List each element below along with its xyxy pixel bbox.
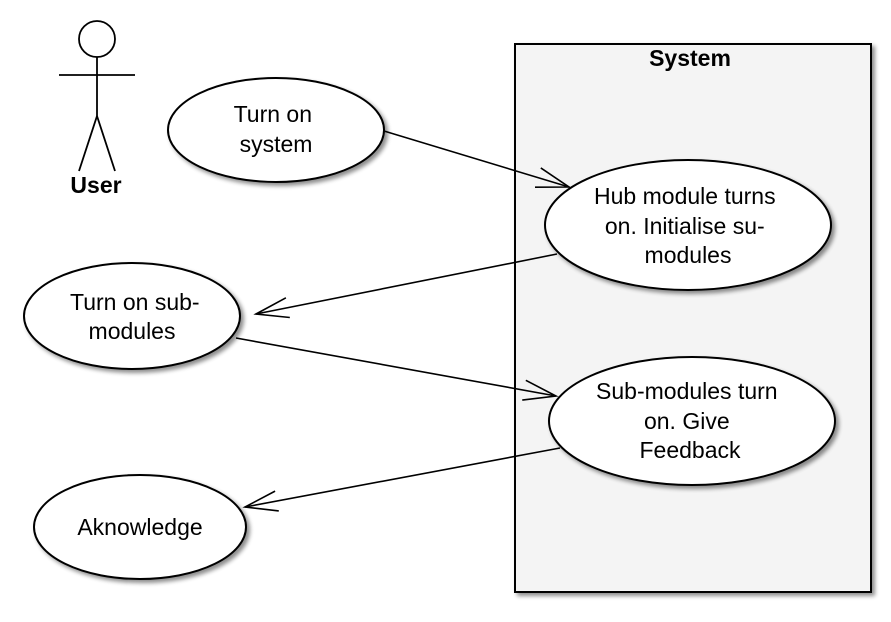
- system-boundary: System: [514, 43, 872, 593]
- system-boundary-box: [514, 43, 872, 593]
- use-case-label: Hub module turns on. Initialise su- modu…: [594, 183, 782, 268]
- arrowhead: [253, 297, 290, 319]
- use-case-ellipse: [23, 262, 241, 370]
- actor-label: User: [70, 172, 121, 198]
- actor-user: [59, 20, 135, 172]
- arrowhead: [534, 167, 572, 189]
- use-cases: Turn on system Hub module turns on. Init…: [23, 77, 836, 580]
- edge-turn-on-submodules-to-submodules-turn-on: [235, 337, 557, 397]
- actor-right-leg: [96, 115, 116, 172]
- association-edges: [235, 130, 572, 512]
- use-case-ellipse: [548, 356, 836, 486]
- use-case-label: Sub-modules turn on. Give Feedback: [596, 378, 784, 463]
- use-case-ellipse: [167, 77, 385, 183]
- use-case-hub-module: Hub module turns on. Initialise su- modu…: [544, 159, 832, 291]
- arrowhead: [242, 490, 279, 512]
- actor-left-leg: [78, 115, 98, 172]
- use-case-label: Turn on system: [234, 101, 319, 157]
- actor-head: [78, 20, 116, 58]
- edge-turn-on-system-to-hub-module: [383, 130, 570, 188]
- use-case-aknowledge: Aknowledge: [33, 474, 247, 580]
- use-case-turn-on-submodules: Turn on sub- modules: [23, 262, 241, 370]
- use-case-submodules-turn-on: Sub-modules turn on. Give Feedback: [548, 356, 836, 486]
- use-case-ellipse: [544, 159, 832, 291]
- use-case-label: Turn on sub- modules: [70, 289, 206, 344]
- arrowhead: [522, 379, 559, 401]
- use-case-ellipse: [33, 474, 247, 580]
- edge-submodules-turn-on-to-aknowledge: [244, 447, 561, 508]
- use-case-turn-on-system: Turn on system: [167, 77, 385, 183]
- use-case-label: Aknowledge: [77, 514, 202, 540]
- edge-hub-module-to-turn-on-submodules: [255, 253, 558, 315]
- system-boundary-label: System: [649, 45, 731, 71]
